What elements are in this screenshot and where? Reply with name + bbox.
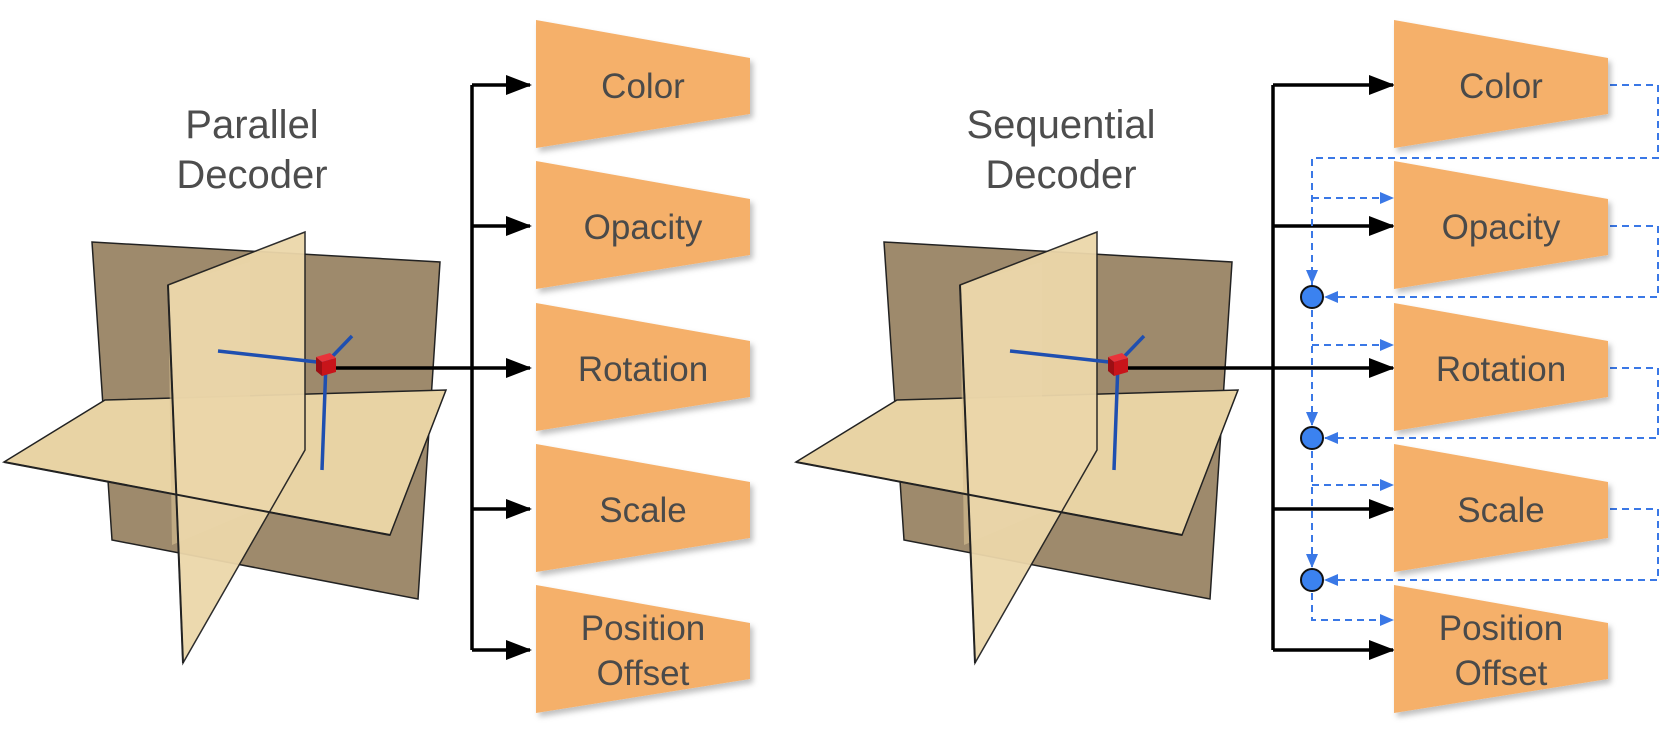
parallel-decoder-panel: Parallel Decoder	[1, 20, 750, 713]
parallel-title-line2: Decoder	[176, 153, 327, 197]
parallel-head-opacity	[536, 161, 750, 289]
parallel-head-scale	[536, 444, 750, 572]
sequential-head-position-offset	[1394, 585, 1608, 713]
sequential-head-color-label: Color	[1459, 67, 1543, 106]
parallel-title-line1: Parallel	[185, 103, 318, 147]
sequential-head-opacity	[1394, 161, 1608, 289]
parallel-arrows	[336, 75, 532, 660]
sequential-head-offset-label: Offset	[1455, 654, 1548, 693]
parallel-head-position-offset	[536, 585, 750, 713]
sequential-head-scale-label: Scale	[1457, 491, 1545, 530]
sequential-head-position-label: Position	[1439, 609, 1564, 648]
axis-z	[320, 362, 328, 471]
parallel-head-position-label: Position	[581, 609, 706, 648]
parallel-head-rotation	[536, 303, 750, 431]
sequential-head-scale	[1394, 444, 1608, 572]
merge-node-2	[1300, 426, 1324, 450]
parallel-head-offset-label: Offset	[597, 654, 690, 693]
sequential-triplane-icon	[793, 230, 1240, 666]
sequential-head-rotation	[1394, 303, 1608, 431]
sequential-head-color	[1394, 20, 1608, 148]
axis-x	[217, 349, 327, 365]
sequential-title-line1: Sequential	[966, 103, 1155, 147]
parallel-head-scale-label: Scale	[599, 491, 687, 530]
parallel-head-color	[536, 20, 750, 148]
parallel-head-rotation-label: Rotation	[578, 350, 708, 389]
parallel-head-color-label: Color	[601, 67, 685, 106]
parallel-head-opacity-label: Opacity	[584, 208, 703, 247]
voxel-cube	[1108, 353, 1128, 376]
sequential-arrows	[1128, 75, 1395, 660]
sequential-decoder-panel: Sequential Decoder	[793, 20, 1659, 713]
sequential-head-rotation-label: Rotation	[1436, 350, 1566, 389]
sequential-head-opacity-label: Opacity	[1442, 208, 1561, 247]
voxel-cube	[316, 353, 336, 376]
sequential-title-line2: Decoder	[985, 153, 1136, 197]
vertical-plane	[167, 230, 306, 666]
parallel-triplane-icon	[1, 230, 448, 666]
sequential-feedback-arrows	[1300, 84, 1659, 626]
merge-node-3	[1300, 568, 1324, 592]
merge-node-1	[1300, 285, 1324, 309]
